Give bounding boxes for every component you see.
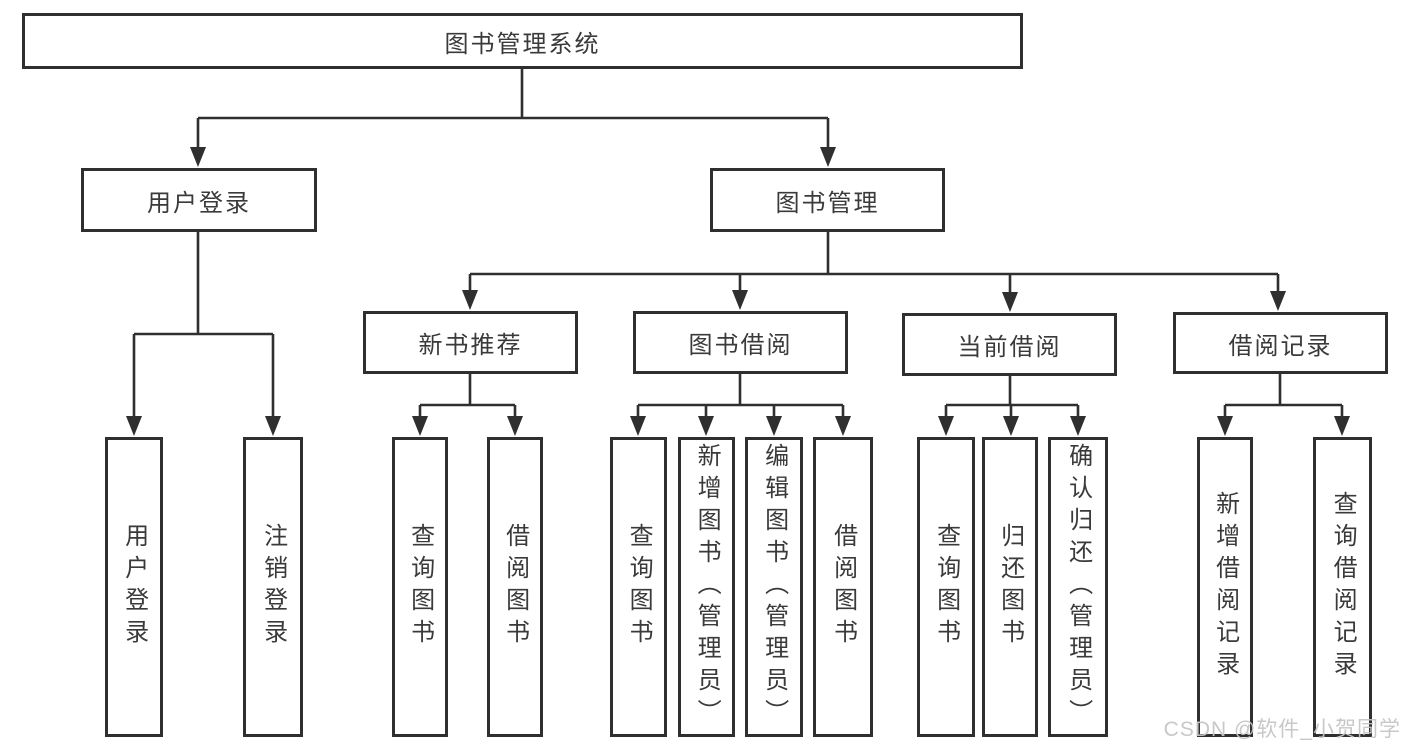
leaf-current-search-books: 查询图书 xyxy=(917,437,975,737)
node-book-borrowing: 图书借阅 xyxy=(633,311,848,374)
leaf-logout-label: 注销登录 xyxy=(259,523,287,651)
leaf-add-books-admin: 新增图书（管理员） xyxy=(678,437,735,737)
leaf-confirm-return-admin-label: 确认归还（管理员） xyxy=(1064,443,1092,731)
leaf-edit-books-admin: 编辑图书（管理员） xyxy=(745,437,803,737)
leaf-borrowing-search-books-label: 查询图书 xyxy=(625,523,653,651)
leaf-user-login-label: 用户登录 xyxy=(120,523,148,651)
node-book-borrowing-label: 图书借阅 xyxy=(688,332,793,359)
leaf-add-borrow-record-label: 新增借阅记录 xyxy=(1211,491,1239,683)
leaf-search-borrow-record: 查询借阅记录 xyxy=(1313,437,1372,737)
arrowheads xyxy=(126,147,1350,436)
leaf-confirm-return-admin: 确认归还（管理员） xyxy=(1048,437,1108,737)
node-user-login: 用户登录 xyxy=(81,168,317,232)
leaf-add-borrow-record: 新增借阅记录 xyxy=(1197,437,1253,737)
leaf-return-books-label: 归还图书 xyxy=(996,523,1024,651)
leaf-recommend-search-books-label: 查询图书 xyxy=(406,523,434,651)
leaf-user-login: 用户登录 xyxy=(105,437,163,737)
node-borrow-records-label: 借阅记录 xyxy=(1228,332,1333,360)
node-borrow-records: 借阅记录 xyxy=(1173,312,1388,374)
leaf-borrowing-borrow-books-label: 借阅图书 xyxy=(829,523,857,651)
node-current-borrowing: 当前借阅 xyxy=(902,313,1117,376)
leaf-borrowing-borrow-books: 借阅图书 xyxy=(813,437,873,737)
leaf-recommend-search-books: 查询图书 xyxy=(392,437,448,737)
leaf-logout: 注销登录 xyxy=(243,437,303,737)
node-root-system: 图书管理系统 xyxy=(22,13,1023,69)
leaf-recommend-borrow-books: 借阅图书 xyxy=(487,437,543,737)
leaf-borrowing-search-books: 查询图书 xyxy=(610,437,667,737)
node-new-book-recommend-label: 新书推荐 xyxy=(418,332,523,359)
leaf-search-borrow-record-label: 查询借阅记录 xyxy=(1329,491,1357,683)
node-book-management: 图书管理 xyxy=(710,168,945,232)
leaf-return-books: 归还图书 xyxy=(982,437,1038,737)
node-current-borrowing-label: 当前借阅 xyxy=(957,334,1062,361)
node-book-management-label: 图书管理 xyxy=(775,189,880,217)
leaf-current-search-books-label: 查询图书 xyxy=(932,523,960,651)
leaf-edit-books-admin-label: 编辑图书（管理员） xyxy=(760,443,788,731)
node-root-label: 图书管理系统 xyxy=(444,30,601,58)
node-user-login-label: 用户登录 xyxy=(147,189,251,217)
csdn-watermark: CSDN @软件_小贺同学 xyxy=(1163,718,1401,741)
node-new-book-recommend: 新书推荐 xyxy=(363,311,578,374)
leaf-recommend-borrow-books-label: 借阅图书 xyxy=(501,523,529,651)
leaf-add-books-admin-label: 新增图书（管理员） xyxy=(693,443,721,731)
